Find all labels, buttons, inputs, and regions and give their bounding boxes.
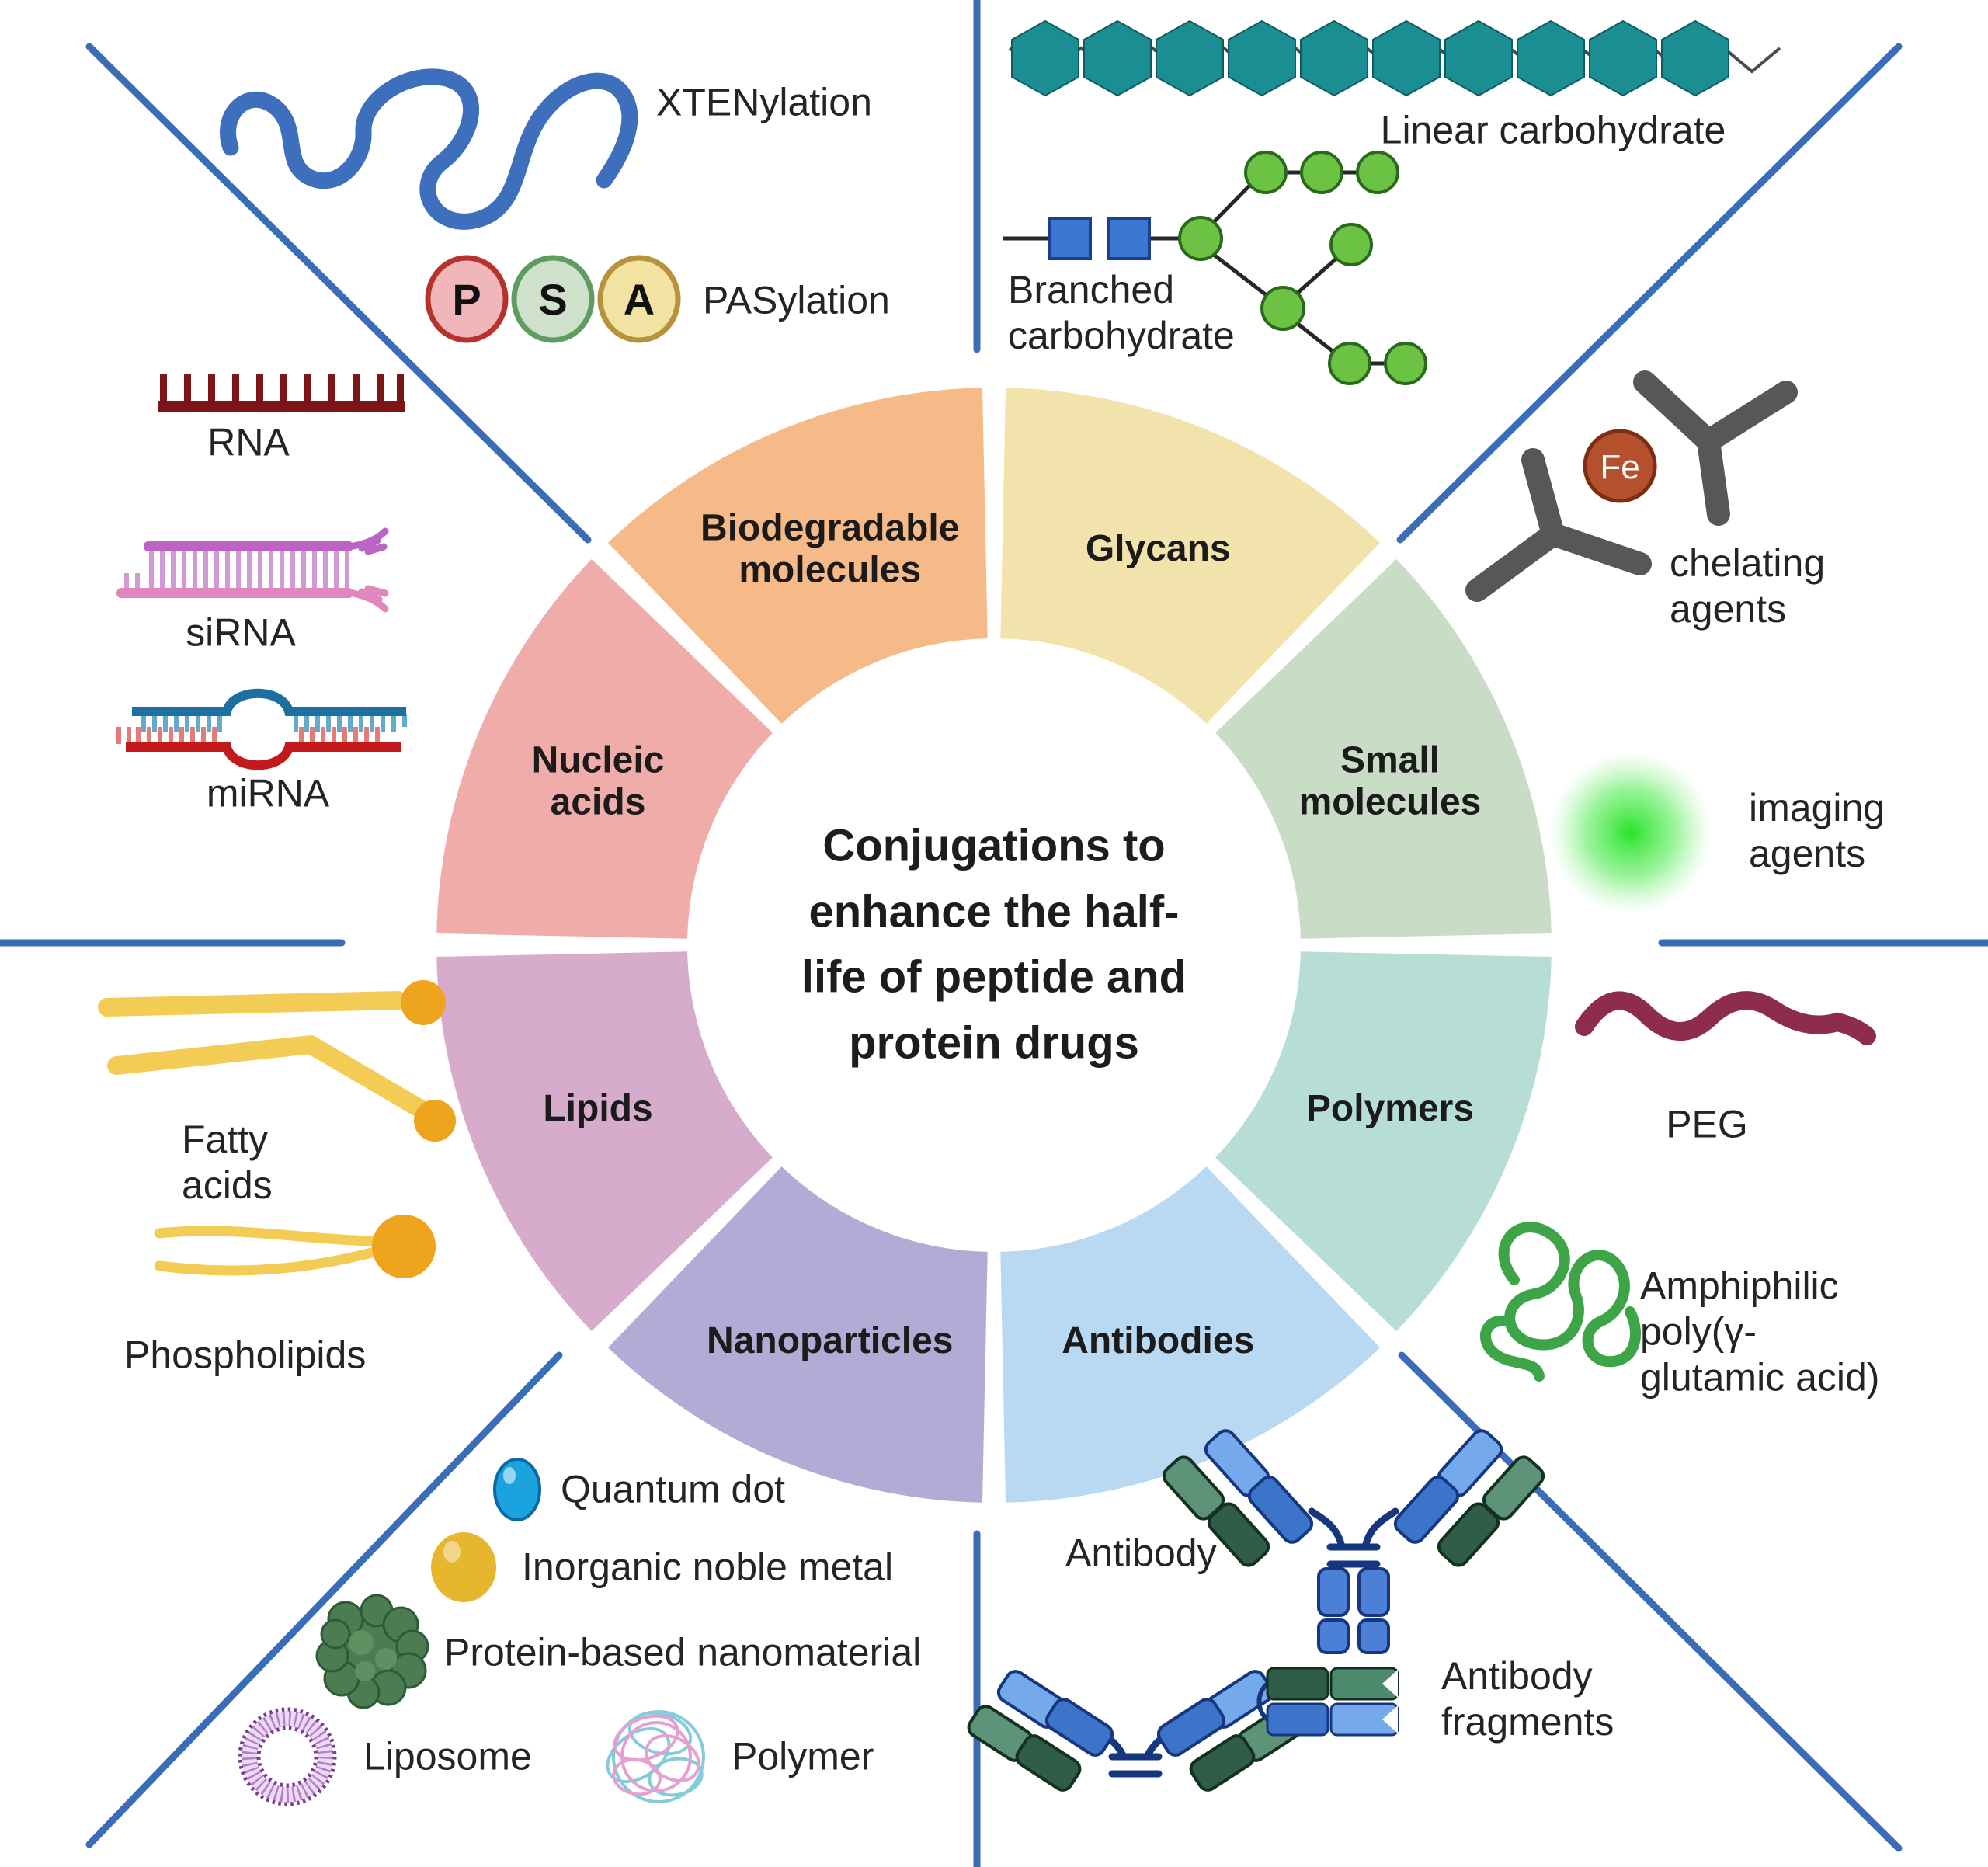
donut-segment-label: Nanoparticles: [707, 1320, 954, 1362]
divider-bottom-right-icon: [1398, 1351, 1903, 1852]
antibody-fragments-label: Antibody fragments: [1441, 1654, 1614, 1744]
pas-p-circle-icon: [425, 255, 509, 343]
liposome-label: Liposome: [363, 1734, 532, 1778]
polymer-label: Polymer: [732, 1734, 874, 1778]
xtenylation-label: XTENylation: [656, 80, 872, 124]
donut-segment-nanoparticles: [608, 1166, 988, 1503]
fe-label: Fe: [1600, 448, 1639, 486]
linear-carbohydrate-icon: [1008, 19, 1781, 97]
phospholipids-icon: [154, 1215, 436, 1278]
imaging-agents-label: imaging agents: [1749, 786, 1885, 875]
fatty-acids-icon: [98, 980, 456, 1142]
donut-segment-small-molecules: [1215, 559, 1552, 939]
inorganic-noble-metal-label: Inorganic noble metal: [522, 1545, 894, 1589]
pas-letter-a: A: [624, 275, 655, 324]
divider-bottom-left-icon: [85, 1351, 563, 1848]
quantum-dot-label: Quantum dot: [561, 1467, 786, 1511]
branched-carbohydrate-icon: [1003, 151, 1427, 385]
mirna-label: miRNA: [206, 771, 330, 815]
antibody-fragment-v-icon: [967, 1670, 1304, 1792]
divider-top-right-icon: [1396, 43, 1903, 544]
pas-letter-p: P: [452, 275, 481, 324]
xtenylation-squiggle-icon: [220, 68, 638, 230]
branched-carbohydrate-label: Branched carbohydrate: [1008, 268, 1235, 357]
liposome-icon: [238, 1707, 337, 1806]
donut-segment-antibodies: [1000, 1166, 1380, 1503]
pasylation-label: PASylation: [703, 278, 890, 322]
donut-segment-glycans: [1000, 388, 1380, 724]
pasylation-circles-icon: P S A: [425, 255, 681, 343]
donut-segment-label: Glycans: [1085, 528, 1231, 570]
quantum-dot-icon: [493, 1458, 541, 1521]
pas-a-circle-icon: [597, 255, 681, 343]
donut-segment-polymers: [1215, 951, 1552, 1331]
donut-segment-label: Small molecules: [1298, 739, 1482, 822]
fe-circle-icon: [1583, 429, 1657, 503]
donut-segment-label: Biodegradable molecules: [700, 507, 960, 591]
donut-chart: [436, 388, 1552, 1503]
rna-icon: [158, 374, 405, 412]
donut-segment-label: Lipids: [543, 1088, 653, 1130]
protein-nanomaterial-icon: [315, 1594, 429, 1709]
divider-top-left-icon: [85, 43, 592, 544]
fatty-acids-label: Fatty acids: [182, 1118, 273, 1207]
sirna-label: siRNA: [186, 610, 296, 655]
polymer-icon: [606, 1710, 705, 1803]
donut-segment-biodegradable-molecules: [608, 388, 988, 724]
imaging-agents-icon: [1549, 751, 1712, 914]
amphiphilic-icon: [1479, 1222, 1641, 1382]
pas-letter-s: S: [538, 275, 567, 324]
sirna-icon: [116, 527, 389, 613]
chelating-agents-icon: [1465, 370, 1798, 602]
donut-segment-lipids: [436, 951, 773, 1331]
peg-label: PEG: [1666, 1102, 1748, 1146]
donut-segment-label: Polymers: [1305, 1088, 1475, 1130]
pas-s-circle-icon: [511, 255, 595, 343]
rna-label: RNA: [207, 420, 290, 464]
donut-segment-nucleic-acids: [436, 559, 773, 939]
amphiphilic-label: Amphiphilic poly(γ- glutamic acid): [1640, 1264, 1880, 1399]
donut-segment-label: Nucleic acids: [531, 739, 665, 822]
peg-icon: [1575, 991, 1876, 1045]
antibody-label: Antibody: [1065, 1531, 1217, 1575]
donut-segment-label: Antibodies: [1062, 1320, 1255, 1362]
chelating-agents-label: chelating agents: [1670, 541, 1826, 631]
mirna-icon: [116, 688, 407, 770]
center-title: Conjugations to enhance the half- life o…: [801, 820, 1187, 1069]
linear-carbohydrate-label: Linear carbohydrate: [1380, 108, 1726, 152]
antibody-fragment-fab-icon: [1256, 1667, 1399, 1737]
phospholipids-label: Phospholipids: [124, 1333, 367, 1377]
antibody-icon: [1162, 1429, 1545, 1654]
protein-nanomaterial-label: Protein-based nanomaterial: [444, 1630, 922, 1674]
inorganic-noble-metal-icon: [431, 1532, 496, 1602]
